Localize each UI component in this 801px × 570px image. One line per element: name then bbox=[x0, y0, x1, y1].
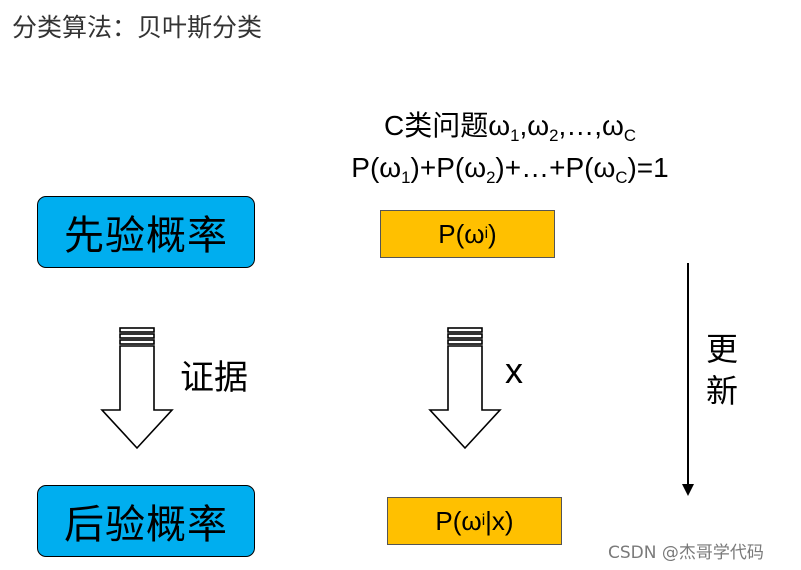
watermark: CSDN @杰哥学代码 bbox=[608, 543, 764, 563]
prior-probability-label: 先验概率 bbox=[64, 213, 228, 259]
probability-sum-equation: P(ω1)+P(ω2)+…+P(ωC)=1 bbox=[351, 152, 669, 187]
x-arrow bbox=[428, 327, 502, 450]
x-label: x bbox=[505, 350, 523, 391]
posterior-probability-label: 后验概率 bbox=[64, 502, 228, 548]
page-title: 分类算法：贝叶斯分类 bbox=[12, 13, 263, 42]
update-arrow bbox=[682, 263, 694, 496]
problem-statement: C类问题ω1,ω2,…,ωC bbox=[383, 110, 636, 145]
prior-probability-box: 先验概率 bbox=[37, 196, 255, 268]
evidence-label: 证据 bbox=[180, 358, 248, 398]
evidence-arrow bbox=[100, 327, 174, 450]
posterior-probability-box: 后验概率 bbox=[37, 485, 255, 557]
update-label-bottom: 新 bbox=[706, 372, 739, 410]
update-label-top: 更 bbox=[706, 330, 739, 368]
